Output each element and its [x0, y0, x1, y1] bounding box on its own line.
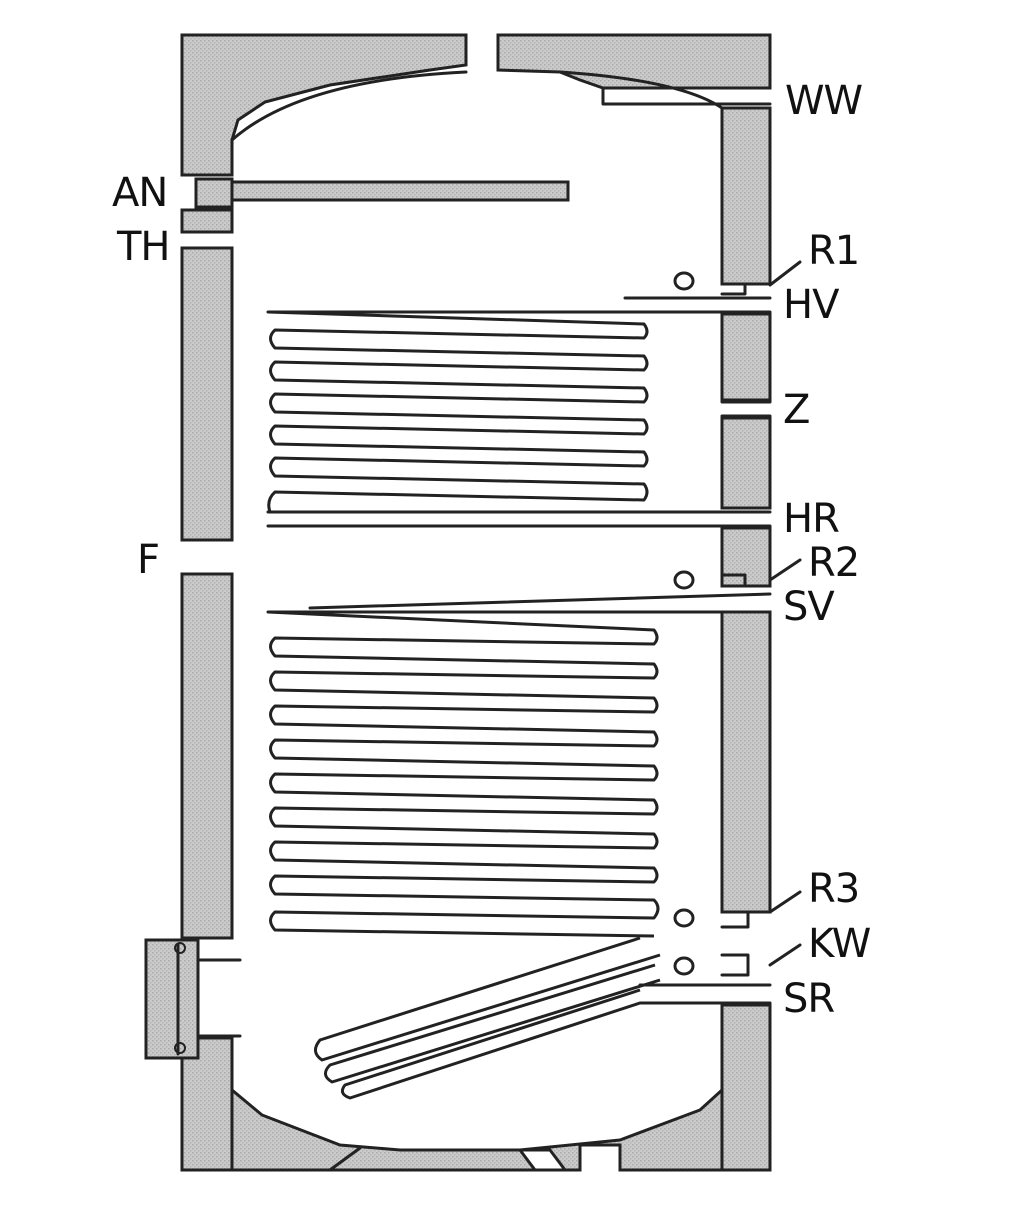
vessel-top-dome: [230, 70, 468, 142]
lower-heating-coil: [267, 610, 660, 938]
label-f: F: [137, 537, 159, 583]
label-hr: HR: [783, 496, 839, 542]
label-ww: WW: [785, 78, 863, 124]
anode-rod: [194, 177, 570, 209]
left-connections: [180, 230, 234, 576]
label-an: AN: [112, 170, 167, 216]
label-hv: HV: [783, 282, 840, 328]
label-r2: R2: [808, 540, 859, 586]
label-z: Z: [783, 387, 809, 433]
label-sr: SR: [783, 976, 834, 1022]
bottom-inclined-coil: [314, 936, 661, 1100]
upper-heating-coil: [267, 310, 649, 513]
label-th: TH: [116, 224, 170, 270]
label-sv: SV: [783, 584, 835, 630]
leader-lines: [768, 260, 802, 967]
vessel-top-right: [558, 70, 724, 110]
label-r3: R3: [808, 866, 859, 912]
inspection-flange: [144, 938, 242, 1060]
label-r1: R1: [808, 228, 859, 274]
insulation-shell: [180, 33, 772, 1172]
right-connections: [266, 86, 772, 1005]
label-kw: KW: [808, 921, 871, 967]
